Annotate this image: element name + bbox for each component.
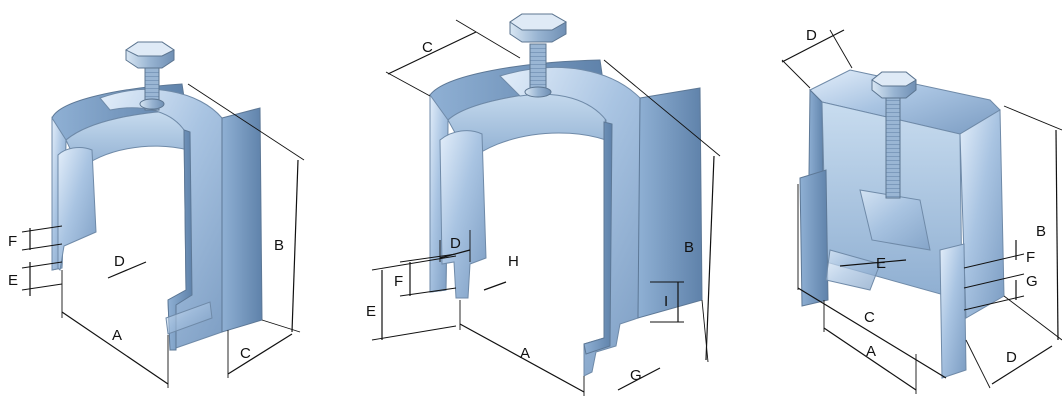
clamp-1-body [51, 83, 263, 351]
clamp-1-label-A: A [112, 327, 122, 344]
clamp-1-label-D: D [114, 253, 125, 270]
clamp-2-label-C: C [422, 39, 433, 56]
clamp-3-label-A: A [866, 343, 876, 360]
clamp-1-bolt [125, 41, 175, 111]
clamp-2-label-H: H [508, 253, 519, 270]
clamp-2-bolt [509, 13, 568, 98]
clamp-1: B A C D F E [8, 41, 305, 388]
clamp-2-label-D: D [450, 235, 461, 252]
clamp-2-label-B: B [684, 239, 694, 256]
clamp-3-label-D-bottom: D [1006, 349, 1017, 366]
clamp-3-label-D-top: D [806, 27, 817, 44]
clamp-2: C B A E F D H I G [366, 13, 721, 396]
clamp-2-label-A: A [520, 345, 530, 362]
clamp-3-bolt [871, 71, 917, 199]
clamp-3-label-G: G [1026, 273, 1038, 290]
clamp-2-label-I: I [664, 293, 668, 310]
clamp-2-body [429, 59, 703, 377]
clamp-1-label-C: C [240, 345, 251, 362]
clamp-3: D B C A D E F G [781, 27, 1062, 394]
clamp-3-label-B: B [1036, 223, 1046, 240]
clamp-2-label-G: G [630, 367, 642, 384]
clamp-2-label-E: E [366, 303, 376, 320]
clamp-1-label-E: E [8, 272, 18, 289]
clamp-3-label-C: C [864, 309, 875, 326]
clamp-3-label-E: E [876, 255, 886, 272]
clamp-2-label-F: F [394, 273, 403, 290]
clamp-1-label-B: B [274, 237, 284, 254]
clamp-3-label-F: F [1026, 249, 1035, 266]
clamp-1-label-F: F [8, 233, 17, 250]
